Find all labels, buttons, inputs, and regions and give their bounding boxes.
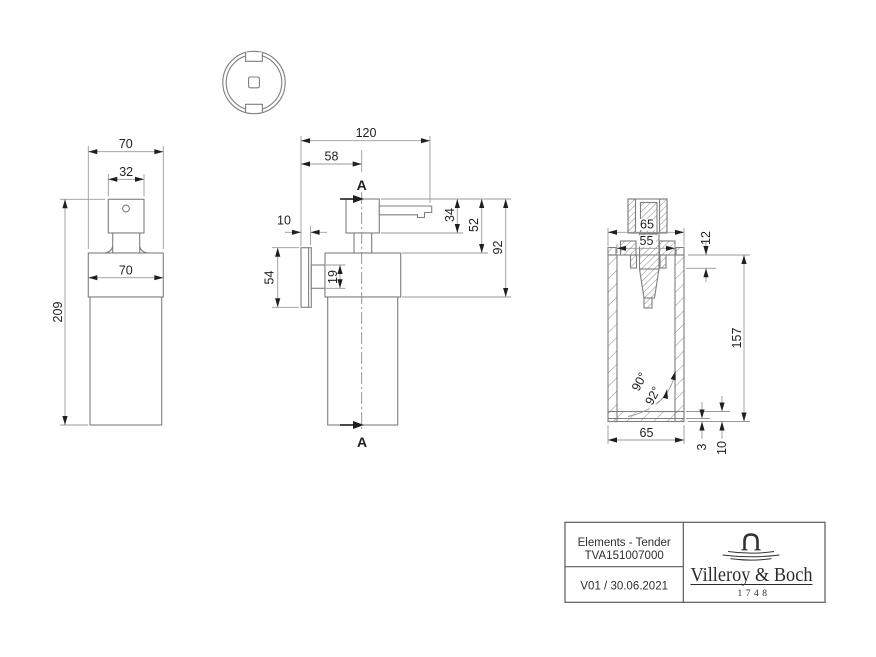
top-view-outer-circle [222,50,286,115]
dim-section-container-height: 157 [730,328,744,349]
dim-side-head-to-collar: 52 [467,218,481,232]
article-number-label: TVA151007000 [585,550,664,562]
top-view-center-square [248,76,260,89]
product-line-label: Elements - Tender [578,537,671,549]
side-view-geometry [300,198,433,426]
dim-front-collar-width: 70 [119,263,133,277]
section-rim-tab-left [607,246,617,256]
side-pump-head [345,198,380,234]
side-wall-plate [300,247,312,308]
dim-front-total-height: 209 [51,302,65,323]
section-bottom [607,410,685,423]
front-view: 70 32 70 209 [51,137,164,426]
dim-section-base-height: 10 [715,441,729,455]
dim-section-rim-height: 12 [699,231,713,245]
version-date-label: V01 / 30.06.2021 [580,581,668,593]
villeroy-boch-logo-icon [722,533,780,561]
title-block-frame [564,521,826,603]
section-label-bottom: A [357,434,367,450]
section-wall-left [607,254,618,423]
dim-section-cap-width: 65 [640,218,654,232]
dim-front-outer-width: 70 [119,137,133,151]
top-view-tab-bottom [245,103,263,113]
section-view: 90° 92° [607,198,750,455]
side-wall-mount [310,264,326,289]
dim-section-base-plate: 3 [695,443,709,450]
dim-side-plate-height: 54 [263,271,277,285]
front-collar [87,252,164,298]
dim-section-bottom-width: 65 [640,426,654,440]
side-pump-neck [353,232,373,254]
dim-side-wall-to-center: 58 [325,150,339,164]
dim-side-mount-height: 19 [326,270,340,284]
dim-side-head-to-body: 92 [491,241,505,255]
section-cut-marks [340,198,355,426]
front-pump-head [107,198,145,234]
section-wall-right [674,254,685,423]
dim-section-opening-width: 55 [640,234,654,248]
side-view: A A [263,126,511,450]
dim-side-depth: 120 [356,126,377,140]
top-view [222,50,286,115]
brand-name: Villeroy & Boch [691,564,813,586]
dim-side-plate-thickness: 10 [277,214,291,228]
front-pump-hole [122,204,130,213]
front-body [89,296,163,426]
section-rim-tab-right [675,246,685,256]
dim-front-pump-width: 32 [119,165,133,179]
section-label-top: A [357,177,367,193]
side-spout [378,205,433,219]
side-body [327,296,399,426]
top-view-inner-circle [225,54,283,111]
title-block: Elements - Tender TVA151007000 V01 / 30.… [564,521,826,603]
front-pump-neck [112,232,141,254]
brand-year: 1748 [738,589,771,599]
front-view-geometry [87,198,164,426]
dim-side-head-height: 34 [443,208,457,222]
top-view-tab-top [245,52,263,62]
